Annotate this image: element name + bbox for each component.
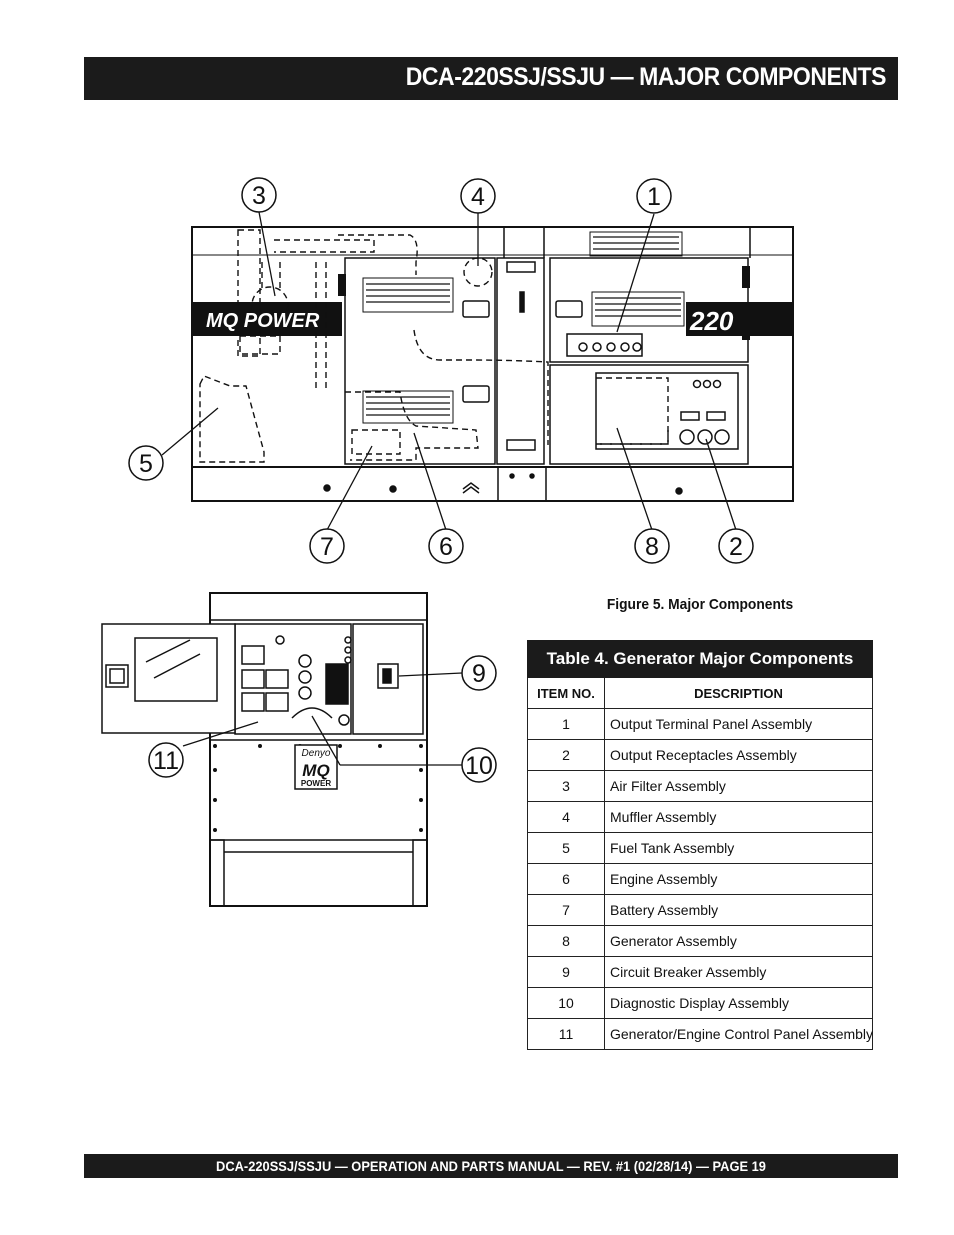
- callout-7: 7: [309, 528, 345, 564]
- model-decal: 220: [689, 306, 734, 336]
- control-panel-front-view: [101, 592, 428, 907]
- item-description: Output Terminal Panel Assembly: [604, 708, 873, 740]
- item-number: 5: [527, 832, 605, 864]
- item-number: 6: [527, 863, 605, 895]
- item-number: 10: [527, 987, 605, 1019]
- item-description: Engine Assembly: [604, 863, 873, 895]
- callout-6: 6: [428, 528, 464, 564]
- item-number: 2: [527, 739, 605, 771]
- item-description: Muffler Assembly: [604, 801, 873, 833]
- column-header-item-no: ITEM NO.: [527, 677, 605, 709]
- item-description: Fuel Tank Assembly: [604, 832, 873, 864]
- svg-text:5: 5: [139, 450, 153, 478]
- item-description: Generator Assembly: [604, 925, 873, 957]
- svg-text:10: 10: [465, 752, 493, 780]
- svg-text:7: 7: [320, 533, 334, 561]
- brand-decal: MQ POWER: [206, 310, 320, 332]
- item-description: Circuit Breaker Assembly: [604, 956, 873, 988]
- item-number: 8: [527, 925, 605, 957]
- components-table: Table 4. Generator Major Components ITEM…: [527, 640, 873, 1050]
- callout-3: 3: [241, 177, 277, 213]
- svg-text:2: 2: [729, 533, 743, 561]
- item-number: 9: [527, 956, 605, 988]
- callout-10: 10: [461, 747, 497, 783]
- column-header-description: DESCRIPTION: [604, 677, 873, 709]
- footer-text: DCA-220SSJ/SSJU — OPERATION AND PARTS MA…: [216, 1158, 766, 1174]
- table-title: Table 4. Generator Major Components: [527, 640, 873, 678]
- item-description: Battery Assembly: [604, 894, 873, 926]
- svg-text:3: 3: [252, 182, 266, 210]
- item-number: 1: [527, 708, 605, 740]
- footer-bar: DCA-220SSJ/SSJU — OPERATION AND PARTS MA…: [84, 1154, 898, 1178]
- figure-caption: Figure 5. Major Components: [606, 596, 794, 613]
- svg-text:4: 4: [471, 183, 485, 211]
- generator-side-view: [191, 226, 794, 502]
- svg-text:9: 9: [472, 660, 486, 688]
- item-number: 7: [527, 894, 605, 926]
- callout-9: 9: [461, 655, 497, 691]
- svg-text:11: 11: [153, 747, 179, 775]
- callout-8: 8: [634, 528, 670, 564]
- page-title: DCA-220SSJ/SSJU — MAJOR COMPONENTS: [405, 63, 887, 91]
- callout-1: 1: [636, 178, 672, 214]
- item-description: Diagnostic Display Assembly: [604, 987, 873, 1019]
- item-number: 4: [527, 801, 605, 833]
- svg-text:6: 6: [439, 533, 453, 561]
- header-bar: DCA-220SSJ/SSJU — MAJOR COMPONENTS: [84, 57, 898, 100]
- item-description: Generator/Engine Control Panel Assembly: [604, 1018, 873, 1050]
- badge-brand-bottom: POWER: [301, 779, 331, 788]
- svg-text:8: 8: [645, 533, 659, 561]
- badge-brand-top: Denyo: [302, 748, 331, 759]
- callout-2: 2: [718, 528, 754, 564]
- badge-brand-mid: MQ: [302, 761, 329, 780]
- callout-leaders: [161, 211, 737, 766]
- item-number: 3: [527, 770, 605, 802]
- item-number: 11: [527, 1018, 605, 1050]
- callout-5: 5: [128, 445, 164, 481]
- callout-4: 4: [460, 178, 496, 214]
- svg-text:1: 1: [647, 183, 661, 211]
- item-description: Air Filter Assembly: [604, 770, 873, 802]
- callout-11: 11: [148, 742, 184, 778]
- item-description: Output Receptacles Assembly: [604, 739, 873, 771]
